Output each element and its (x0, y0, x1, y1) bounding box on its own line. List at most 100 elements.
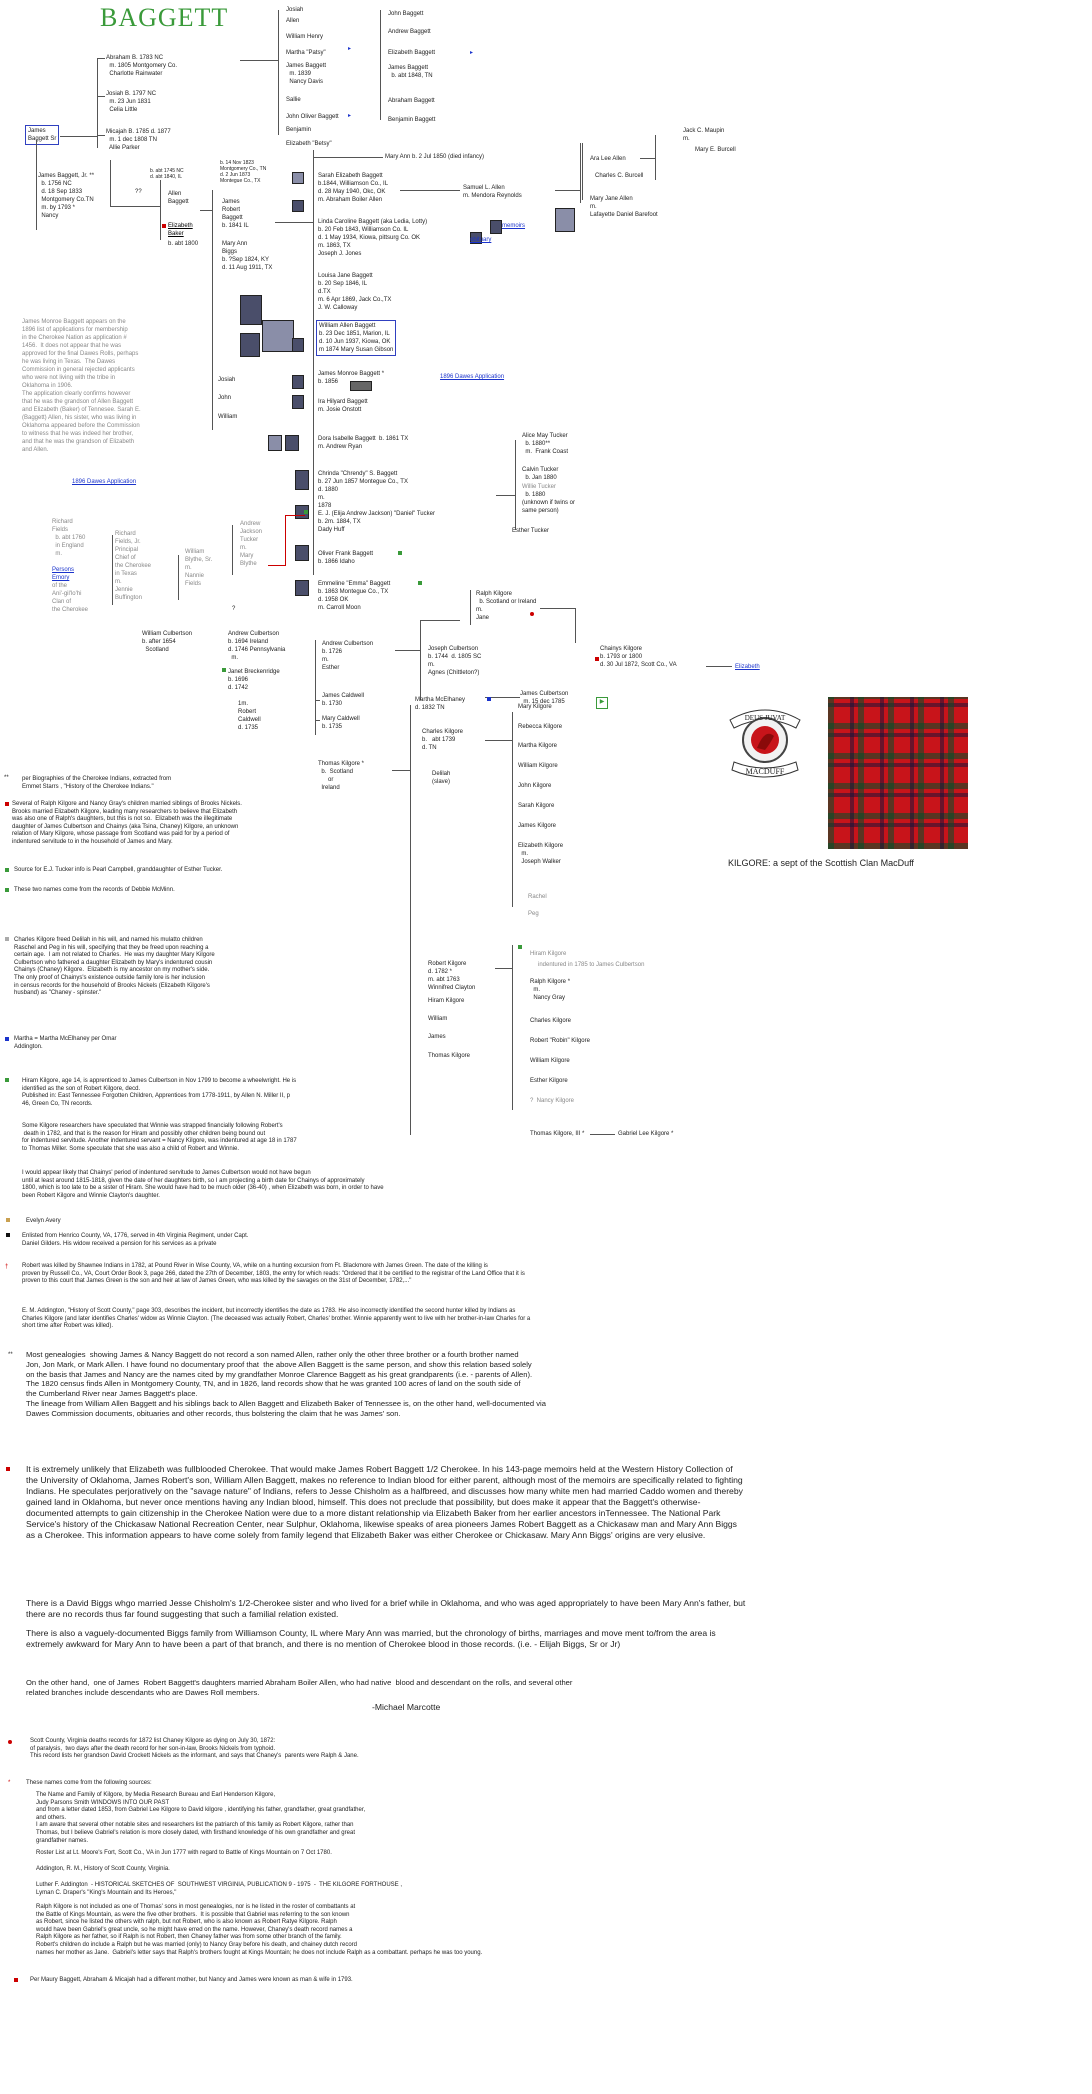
ara-lee: Ara Lee Allen (590, 156, 626, 162)
red-marker (6, 1467, 10, 1471)
tk-child-entry: James (428, 1034, 446, 1040)
gray-marker (5, 937, 9, 941)
horse-rider-photo[interactable] (262, 320, 294, 352)
tk-child-entry: William (428, 1016, 448, 1022)
red-marker (5, 802, 9, 806)
james-caldwell: James Caldwell b. 1730 (322, 693, 365, 707)
portrait-photo[interactable] (292, 338, 304, 352)
expand-icon[interactable]: ▶ (596, 697, 608, 709)
portrait-photo[interactable] (490, 220, 502, 234)
kilgore-child-entry: Rebecca Kilgore (518, 724, 563, 730)
portrait-photo[interactable] (292, 395, 304, 409)
note-8: Evelyn Avery (26, 1218, 61, 1224)
persons-emory-link[interactable]: Persons Emory (52, 567, 75, 581)
note-12b: There is a David Biggs whgo married Jess… (26, 1598, 746, 1619)
dawes-application-link[interactable]: 1896 Dawes Application (440, 374, 505, 380)
slave-child-entry: Rachel (528, 894, 547, 900)
green-marker (398, 551, 402, 555)
blue-marker (5, 1037, 9, 1041)
portrait-photo[interactable] (240, 295, 262, 325)
note-10b: E. M. Addington, "History of Scott Count… (22, 1308, 531, 1330)
note-6: Martha = Martha McElhaney per Omar Addin… (14, 1036, 117, 1050)
william-culbertson: William Culbertson b. after 1654 Scotlan… (142, 631, 193, 653)
document-thumbnail[interactable] (350, 381, 372, 391)
child-entry: James Baggett b. abt 1848, TN (388, 65, 433, 79)
portrait-photo[interactable] (295, 580, 309, 596)
green-marker (518, 945, 522, 949)
sibling-entry: Sallie (286, 97, 301, 103)
robert-kilgore: Robert Kilgore d. 1782 * m. abt 1763 Win… (428, 961, 476, 991)
portrait-photo[interactable] (295, 545, 309, 561)
jm-note: James Monroe Baggett appears on the 1896… (22, 319, 141, 453)
linda-entry: Linda Caroline Baggett (aka Ledia, Lotty… (318, 219, 428, 257)
arrow-icon-3: ▸ (348, 46, 352, 52)
child-entry: William (218, 414, 238, 420)
chrinda-entry: Chrinda "Chrendy" S. Baggett b. 27 Jun 1… (318, 471, 435, 533)
note-marker-11: ** (8, 1352, 13, 1358)
green-marker (304, 510, 308, 514)
red-marker (595, 657, 599, 661)
portrait-photo[interactable] (555, 208, 575, 232)
dagger-marker: † (5, 1264, 9, 1270)
elizabeth-baker: Elizabeth Baker (168, 223, 193, 237)
page-title: BAGGETT (100, 3, 229, 32)
ira-entry: Ira Hilyard Baggett m. Josie Onstott (318, 399, 368, 413)
note-14d: Luther F. Addington - HISTORICAL SKETCHE… (36, 1882, 402, 1896)
portrait-photo[interactable] (292, 375, 304, 389)
dawes-application-link-2[interactable]: 1896 Dawes Application (72, 479, 137, 485)
macduff-tartan-image (828, 697, 968, 849)
note-marker-1: ** (4, 775, 9, 781)
sibling-entry: Allen (286, 18, 300, 24)
andrew-jackson-tucker: Andrew Jackson Tucker m. Mary Blythe (240, 521, 263, 567)
james-culbertson-1785: James Culbertson m. 15 dec 1785 (520, 691, 569, 705)
elizabeth-link[interactable]: Elizabeth (735, 664, 760, 670)
eb-born: b. abt 1800 (168, 241, 199, 247)
clan-crest-image: DEUS JUVAT MACDUFF (724, 700, 806, 786)
note-3: Source for E.J. Tucker info is Pearl Cam… (14, 867, 223, 873)
sibling-entry: Benjamin (286, 127, 312, 133)
kilgore-child-entry: James Kilgore (518, 823, 557, 829)
portrait-photo[interactable] (295, 470, 309, 490)
portrait-photo[interactable] (292, 200, 304, 212)
janet-breckenridge: Janet Breckenridge b. 1696 d. 1742 (228, 669, 280, 691)
sibling-entry: William Henry (286, 34, 324, 40)
emmeline-entry: Emmeline "Emma" Baggett b. 1863 Montegue… (318, 581, 391, 611)
black-marker (6, 1233, 10, 1237)
delilah: Delilah (slave) (432, 771, 451, 785)
obituary-link[interactable]: obituary (470, 237, 492, 243)
ralph-kilgore: Ralph Kilgore b. Scotland or Ireland m. … (476, 591, 537, 621)
note-12c: There is also a vaguely-documented Biggs… (26, 1628, 716, 1649)
red-marker (8, 1740, 12, 1744)
memoirs-link[interactable]: memoirs (502, 223, 526, 229)
oliver-entry: Oliver Frank Baggett b. 1866 Idaho (318, 551, 374, 565)
esther-tucker: Esther Tucker (512, 528, 550, 534)
portrait-photo[interactable] (240, 333, 260, 357)
child-entry: Abraham Baggett (388, 98, 435, 104)
portrait-photo[interactable] (285, 435, 299, 451)
green-marker (5, 868, 9, 872)
portrait-photo[interactable] (470, 232, 482, 244)
green-marker (5, 1078, 9, 1082)
note-7b: Some Kilgore researchers have speculated… (22, 1123, 297, 1152)
william-blythe: William Blythe, Sr. m. Nannie Fields (185, 549, 213, 587)
red-marker (162, 224, 166, 228)
portrait-photo[interactable] (268, 435, 282, 451)
portrait-photo[interactable] (292, 172, 304, 184)
blue-marker (487, 697, 491, 701)
crest-banner-text: DEUS JUVAT (745, 714, 786, 722)
child-entry: Josiah (218, 377, 236, 383)
richard-fields: Richard Fields b. abt 1760 in England m. (52, 519, 86, 557)
abraham-entry: Abraham B. 1783 NC m. 1805 Montgomery Co… (106, 55, 178, 77)
william-allen-box[interactable]: William Allen Baggett b. 23 Dec 1851, Ma… (316, 320, 397, 356)
josiah-b-entry: Josiah B. 1797 NC m. 23 Jun 1831 Celia L… (106, 91, 157, 113)
slave-child-entry: Peg (528, 911, 539, 917)
richard-fields-jr: Richard Fields, Jr. Principal Chief of t… (115, 531, 152, 601)
note-12d: On the other hand, one of James Robert B… (26, 1678, 573, 1697)
rk-child-entry: Esther Kilgore (530, 1078, 568, 1084)
sarah-entry: Sarah Elizabeth Baggett b.1844, Williams… (318, 173, 389, 203)
note-14e: Ralph Kilgore is not included as one of … (36, 1904, 483, 1956)
chainys-kilgore: Chainys Kilgore b. 1793 or 1800 d. 30 Ju… (600, 646, 677, 668)
james-sr-box[interactable]: James Baggett Sr (25, 125, 60, 145)
dora-entry: Dora Isabelle Baggett b. 1861 TX m. Andr… (318, 436, 409, 450)
